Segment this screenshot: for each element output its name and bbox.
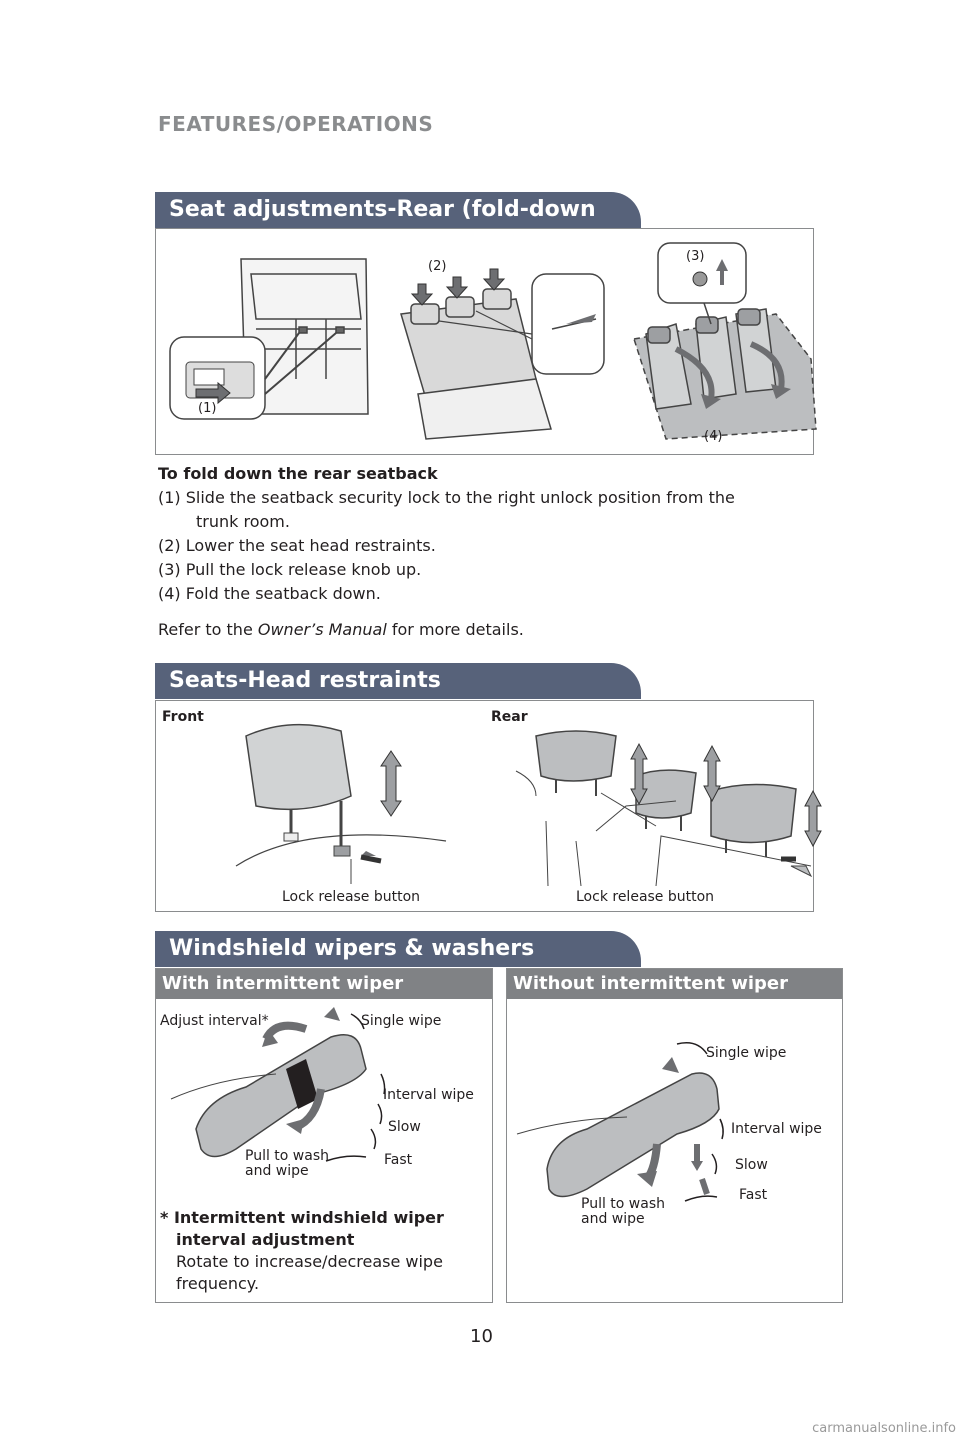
- fold-step-3: (3) Pull the lock release knob up.: [158, 560, 422, 579]
- note-body-2: frequency.: [176, 1274, 260, 1293]
- rear-label: Rear: [491, 709, 528, 725]
- interval-note: * Intermittent windshield wiper interval…: [160, 1207, 444, 1295]
- fold-heading: To fold down the rear seatback: [158, 464, 438, 483]
- fold-step-4: (4) Fold the seatback down.: [158, 584, 381, 603]
- pull2-line-2: and wipe: [581, 1211, 645, 1227]
- fold-step-2: (2) Lower the seat head restraints.: [158, 536, 436, 555]
- refer-note: Refer to the Owner’s Manual for more det…: [158, 618, 524, 642]
- watermark: carmanualsonline.info: [812, 1421, 956, 1436]
- interval-wipe-label-2: Interval wipe: [731, 1121, 822, 1137]
- rear-lock-release-label: Lock release button: [576, 889, 715, 905]
- callout-3: (3): [686, 249, 705, 264]
- with-intermittent-title: With intermittent wiper: [156, 969, 492, 999]
- without-intermittent-panel: Without intermittent wiper Single wipe I…: [506, 968, 843, 1303]
- callout-4: (4): [704, 429, 723, 444]
- fold-step-1-cont: trunk room.: [196, 512, 290, 531]
- refer-suffix: for more details.: [386, 620, 524, 639]
- section-label: FEATURES/OPERATIONS: [158, 112, 434, 136]
- head-restraints-banner: Seats-Head restraints: [155, 663, 641, 699]
- head-restraint-illustration: [235, 723, 822, 887]
- seat-fold-illustration: [169, 242, 817, 440]
- wipers-banner: Windshield wipers & washers: [155, 931, 641, 967]
- note-body-1: Rotate to increase/decrease wipe: [176, 1252, 443, 1271]
- front-label: Front: [162, 709, 204, 725]
- head-restraints-figure: Front Rear Lock release butto: [155, 700, 822, 912]
- page-number: 10: [470, 1326, 493, 1347]
- note-title-1: * Intermittent windshield wiper: [160, 1208, 444, 1227]
- single-wipe-label: Single wipe: [361, 1013, 442, 1029]
- note-title-2: interval adjustment: [176, 1230, 355, 1249]
- slow-label-2: Slow: [735, 1157, 768, 1173]
- front-lock-release-label: Lock release button: [282, 889, 421, 905]
- pull-line-1: Pull to wash: [245, 1148, 329, 1164]
- interval-wipe-label: Interval wipe: [383, 1087, 474, 1103]
- callout-2: (2): [428, 259, 447, 274]
- owners-manual-ref: Owner’s Manual: [257, 620, 387, 639]
- refer-prefix: Refer to the: [158, 620, 258, 639]
- fast-label-2: Fast: [739, 1187, 768, 1203]
- fold-step-1: (1) Slide the seatback security lock to …: [158, 488, 735, 507]
- pull2-line-1: Pull to wash: [581, 1196, 665, 1212]
- pull-line-2: and wipe: [245, 1163, 309, 1179]
- intermittent-stalk-illustration: [170, 1007, 386, 1162]
- seat-rear-banner: Seat adjustments-Rear (fold-down type): [155, 192, 641, 258]
- single-wipe-label-2: Single wipe: [706, 1045, 787, 1061]
- standard-stalk-illustration: [516, 1042, 724, 1202]
- callout-1: (1): [198, 401, 217, 416]
- adjust-interval-label: Adjust interval*: [160, 1013, 269, 1029]
- slow-label: Slow: [388, 1119, 421, 1135]
- seat-rear-figure: (1) (2) (3) (4): [155, 228, 817, 455]
- without-intermittent-title: Without intermittent wiper: [507, 969, 842, 999]
- with-intermittent-panel: With intermittent wiper Adjust interval*…: [155, 968, 493, 1303]
- fast-label: Fast: [384, 1152, 413, 1168]
